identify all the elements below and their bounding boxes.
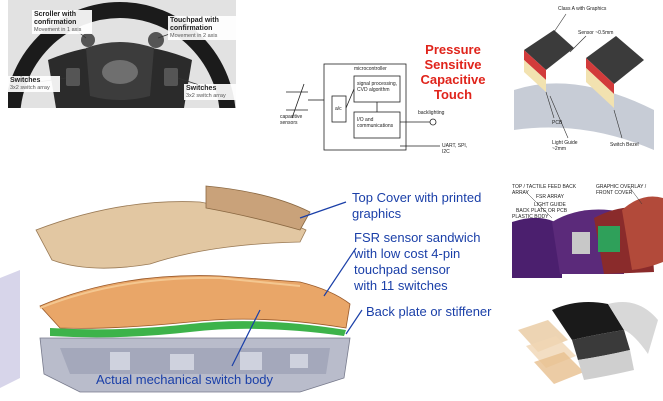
- io-label: I/O and communications: [357, 117, 394, 129]
- top-cover-callout: Top Cover with printed graphics: [352, 190, 482, 221]
- exploded-assembly-view: Top Cover with printed graphics FSR sens…: [0, 178, 500, 401]
- label-switches-left: Switches 3x2 switch array: [8, 76, 60, 92]
- bus-label: UART, SPI, I2C: [442, 143, 468, 155]
- bottom-right-illustration: [518, 302, 658, 384]
- class-a-label: Class A with Graphics: [558, 6, 607, 12]
- block-diagram-lines: [286, 63, 440, 151]
- label-scroller: Scroller with confirmation Movement in 1…: [32, 10, 92, 34]
- cap-sensor-illustration: [514, 13, 654, 150]
- label-switches-right: Switches 3x2 switch array: [184, 84, 236, 100]
- right-exploded-illustration: [512, 187, 663, 278]
- capacitive-block-diagram: microcontroller capacitive sensors a/c s…: [278, 52, 468, 162]
- plastic-body-label: PLASTIC BODY: [512, 214, 549, 220]
- top-tactile-label: TOP / TACTILE FEED BACK ARRAY: [512, 184, 577, 196]
- sensor-label: Sensor ~0.5mm: [578, 30, 614, 36]
- cap-sensor-cutaway: Class A with Graphics Sensor ~0.5mm PCB …: [494, 0, 663, 160]
- bottom-right-exploded-sketch: [508, 290, 663, 401]
- fsr-array-label: FSR ARRAY: [536, 194, 564, 200]
- back-plate-callout: Back plate or stiffener: [366, 304, 492, 319]
- light-guide-label: Light Guide ~2mm: [552, 140, 578, 152]
- switch-body-callout: Actual mechanical switch body: [96, 372, 274, 387]
- label-touchpad: Touchpad with confirmation Movement in 2…: [168, 16, 236, 40]
- pcb-label: PCB: [552, 120, 563, 126]
- exploded-assembly-illustration: [0, 185, 363, 393]
- backlighting-label: backlighting: [418, 110, 445, 116]
- signal-processing-label: signal processing, CVD algorithm: [357, 81, 398, 93]
- adc-label: a/c: [335, 106, 342, 112]
- back-plate-label-2: BACK PLATE OR PCB: [516, 208, 568, 214]
- cap-sensors-label: capacitive sensors: [280, 114, 303, 126]
- mcu-label: microcontroller: [354, 66, 387, 72]
- light-guide-label-2: LIGHT GUIDE: [534, 202, 566, 208]
- switch-bezel-label: Switch Bezel: [610, 142, 639, 148]
- pressure-title: Pressure Sensitive Capacitive Touch: [420, 42, 486, 102]
- right-exploded-view: TOP / TACTILE FEED BACK ARRAY GRAPHIC OV…: [512, 182, 663, 278]
- fsr-callout: FSR sensor sandwich with low cost 4-pin …: [354, 230, 481, 293]
- steering-wheel-photo: Scroller with confirmation Movement in 1…: [8, 0, 236, 108]
- graphic-overlay-label: GRAPHIC OVERLAY / FRONT COVER: [596, 184, 647, 196]
